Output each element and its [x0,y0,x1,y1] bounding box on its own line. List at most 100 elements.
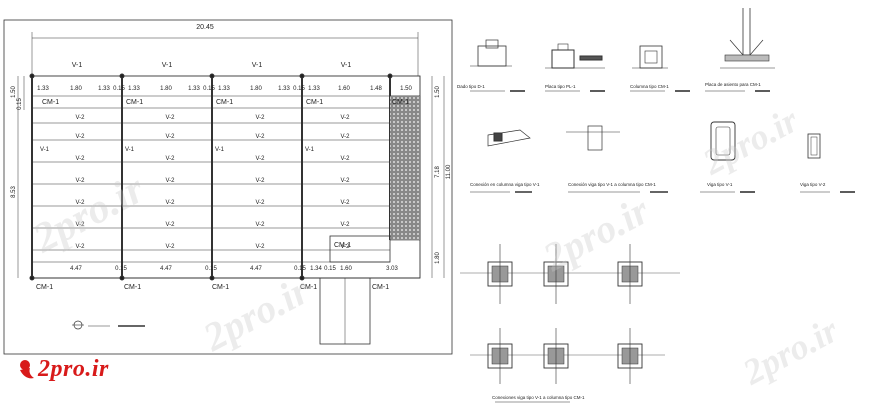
joist-label: V-2 [75,115,85,121]
dim-top: 0.15 [113,86,125,92]
dim-top: 1.33 [128,86,140,92]
dim-bottom: 1.34 [310,266,322,272]
joist-label: V-2 [165,178,175,184]
joist-label: V-2 [340,178,350,184]
col-label: CM-1 [392,99,409,106]
col-label: CM-1 [42,99,59,106]
col-label: CM-1 [300,284,317,291]
dim-top: 1.60 [338,86,350,92]
dim-top: 1.33 [98,86,110,92]
col-label: CM-1 [212,284,229,291]
joist-label: V-2 [165,134,175,140]
dim-left: 0.15 [17,98,23,110]
joist-label: V-2 [165,115,175,121]
dim-bottom: 4.47 [250,266,262,272]
dim-bottom: 1.60 [340,266,352,272]
dim-top: 1.33 [308,86,320,92]
detail-plate [551,49,575,69]
dim-bottom: 4.47 [70,266,82,272]
dim-top: 1.33 [218,86,230,92]
plan-labels: 20.45 V-1 V-1 V-1 V-1 1.33 1.80 1.33 0.1… [11,24,452,291]
detail-titles: Dado tipo D-1 Placa tipo PL-1 Columna ti… [457,82,826,400]
joist-label: V-2 [340,115,350,121]
side-beam-label: V-1 [305,147,315,153]
title-d2: Placa tipo PL-1 [545,84,576,89]
brand-logo-icon [20,360,34,379]
dim-right: 1.80 [435,252,441,264]
joist-label: V-2 [340,222,350,228]
joist-label: V-2 [340,134,350,140]
title-d3: Columna tipo CM-1 [630,84,669,89]
dim-bottom: 0.15 [294,266,306,272]
title-d6: Conexión viga tipo V-1 a columna tipo CM… [568,182,656,187]
joist-label: V-2 [255,156,265,162]
joist-label: V-2 [165,156,175,162]
dim-bottom: 4.47 [160,266,172,272]
joist-label: V-2 [340,200,350,206]
dim-top: 1.80 [160,86,172,92]
title-d9: Conexiones viga tipo V-1 a columna tipo … [492,395,585,400]
beam-top-label: V-1 [341,62,352,69]
title-d1: Dado tipo D-1 [457,84,485,89]
dim-right: 11.00 [446,164,452,179]
slab-outline [31,75,421,279]
joist-label: V-2 [75,178,85,184]
brand-logo-text[interactable]: 2pro.ir [38,356,109,382]
dim-top: 1.33 [37,86,49,92]
side-beam-label: V-1 [215,147,225,153]
joist-label: V-2 [340,244,350,250]
joist-label: V-2 [75,156,85,162]
detail-beam-v2 [807,133,821,159]
col-label: CM-1 [372,284,389,291]
joist-label: V-2 [255,178,265,184]
joist-label: V-2 [75,222,85,228]
connection-set-2 [470,328,665,384]
joist-label: V-2 [255,200,265,206]
title-d5: Conexión en columna viga tipo V-1 [470,182,540,187]
dim-left: 8.53 [11,186,17,198]
floor-plan [17,32,445,345]
sheet-frame [3,19,453,355]
stair-opening [329,235,391,263]
joist-label: V-2 [75,244,85,250]
beam-top-label: V-1 [252,62,263,69]
dim-top: 1.33 [278,86,290,92]
dim-top: 0.15 [293,86,305,92]
title-d4: Placa de asiento para CM-1 [705,82,761,87]
joist-label: V-2 [255,244,265,250]
col-label: CM-1 [126,99,143,106]
dim-bottom: 0.15 [324,266,336,272]
detail-connection-cm1 [587,125,603,151]
details [460,8,855,403]
joist-label: V-2 [340,156,350,162]
dim-right: 1.50 [435,86,441,98]
side-beam-label: V-1 [40,147,50,153]
joist-label: V-2 [75,134,85,140]
joist-label: V-2 [165,222,175,228]
overall-dim: 20.45 [196,24,214,31]
beam-top-label: V-1 [72,62,83,69]
detail-beam-v1 [710,121,736,161]
dim-top: 1.80 [250,86,262,92]
col-label: CM-1 [306,99,323,106]
detail-connection-v1 [487,129,531,147]
joist-label: V-2 [255,222,265,228]
dim-bottom: 3.03 [386,266,398,272]
title-d7: Viga tipo V-1 [707,182,733,187]
dim-bottom: 0.15 [115,266,127,272]
joist-label: V-2 [255,134,265,140]
dim-top: 1.80 [70,86,82,92]
dim-top: 1.33 [188,86,200,92]
connection-set-1 [460,244,680,304]
col-label: CM-1 [124,284,141,291]
joist-label: V-2 [255,115,265,121]
title-d8: Viga tipo V-2 [800,182,826,187]
stair-col-label: CM-1 [334,242,351,249]
col-label: CM-1 [216,99,233,106]
dim-top: 1.48 [370,86,382,92]
dim-left: 1.50 [11,86,17,98]
joist-label: V-2 [165,244,175,250]
dim-top: 1.50 [400,86,412,92]
detail-column [639,45,663,69]
